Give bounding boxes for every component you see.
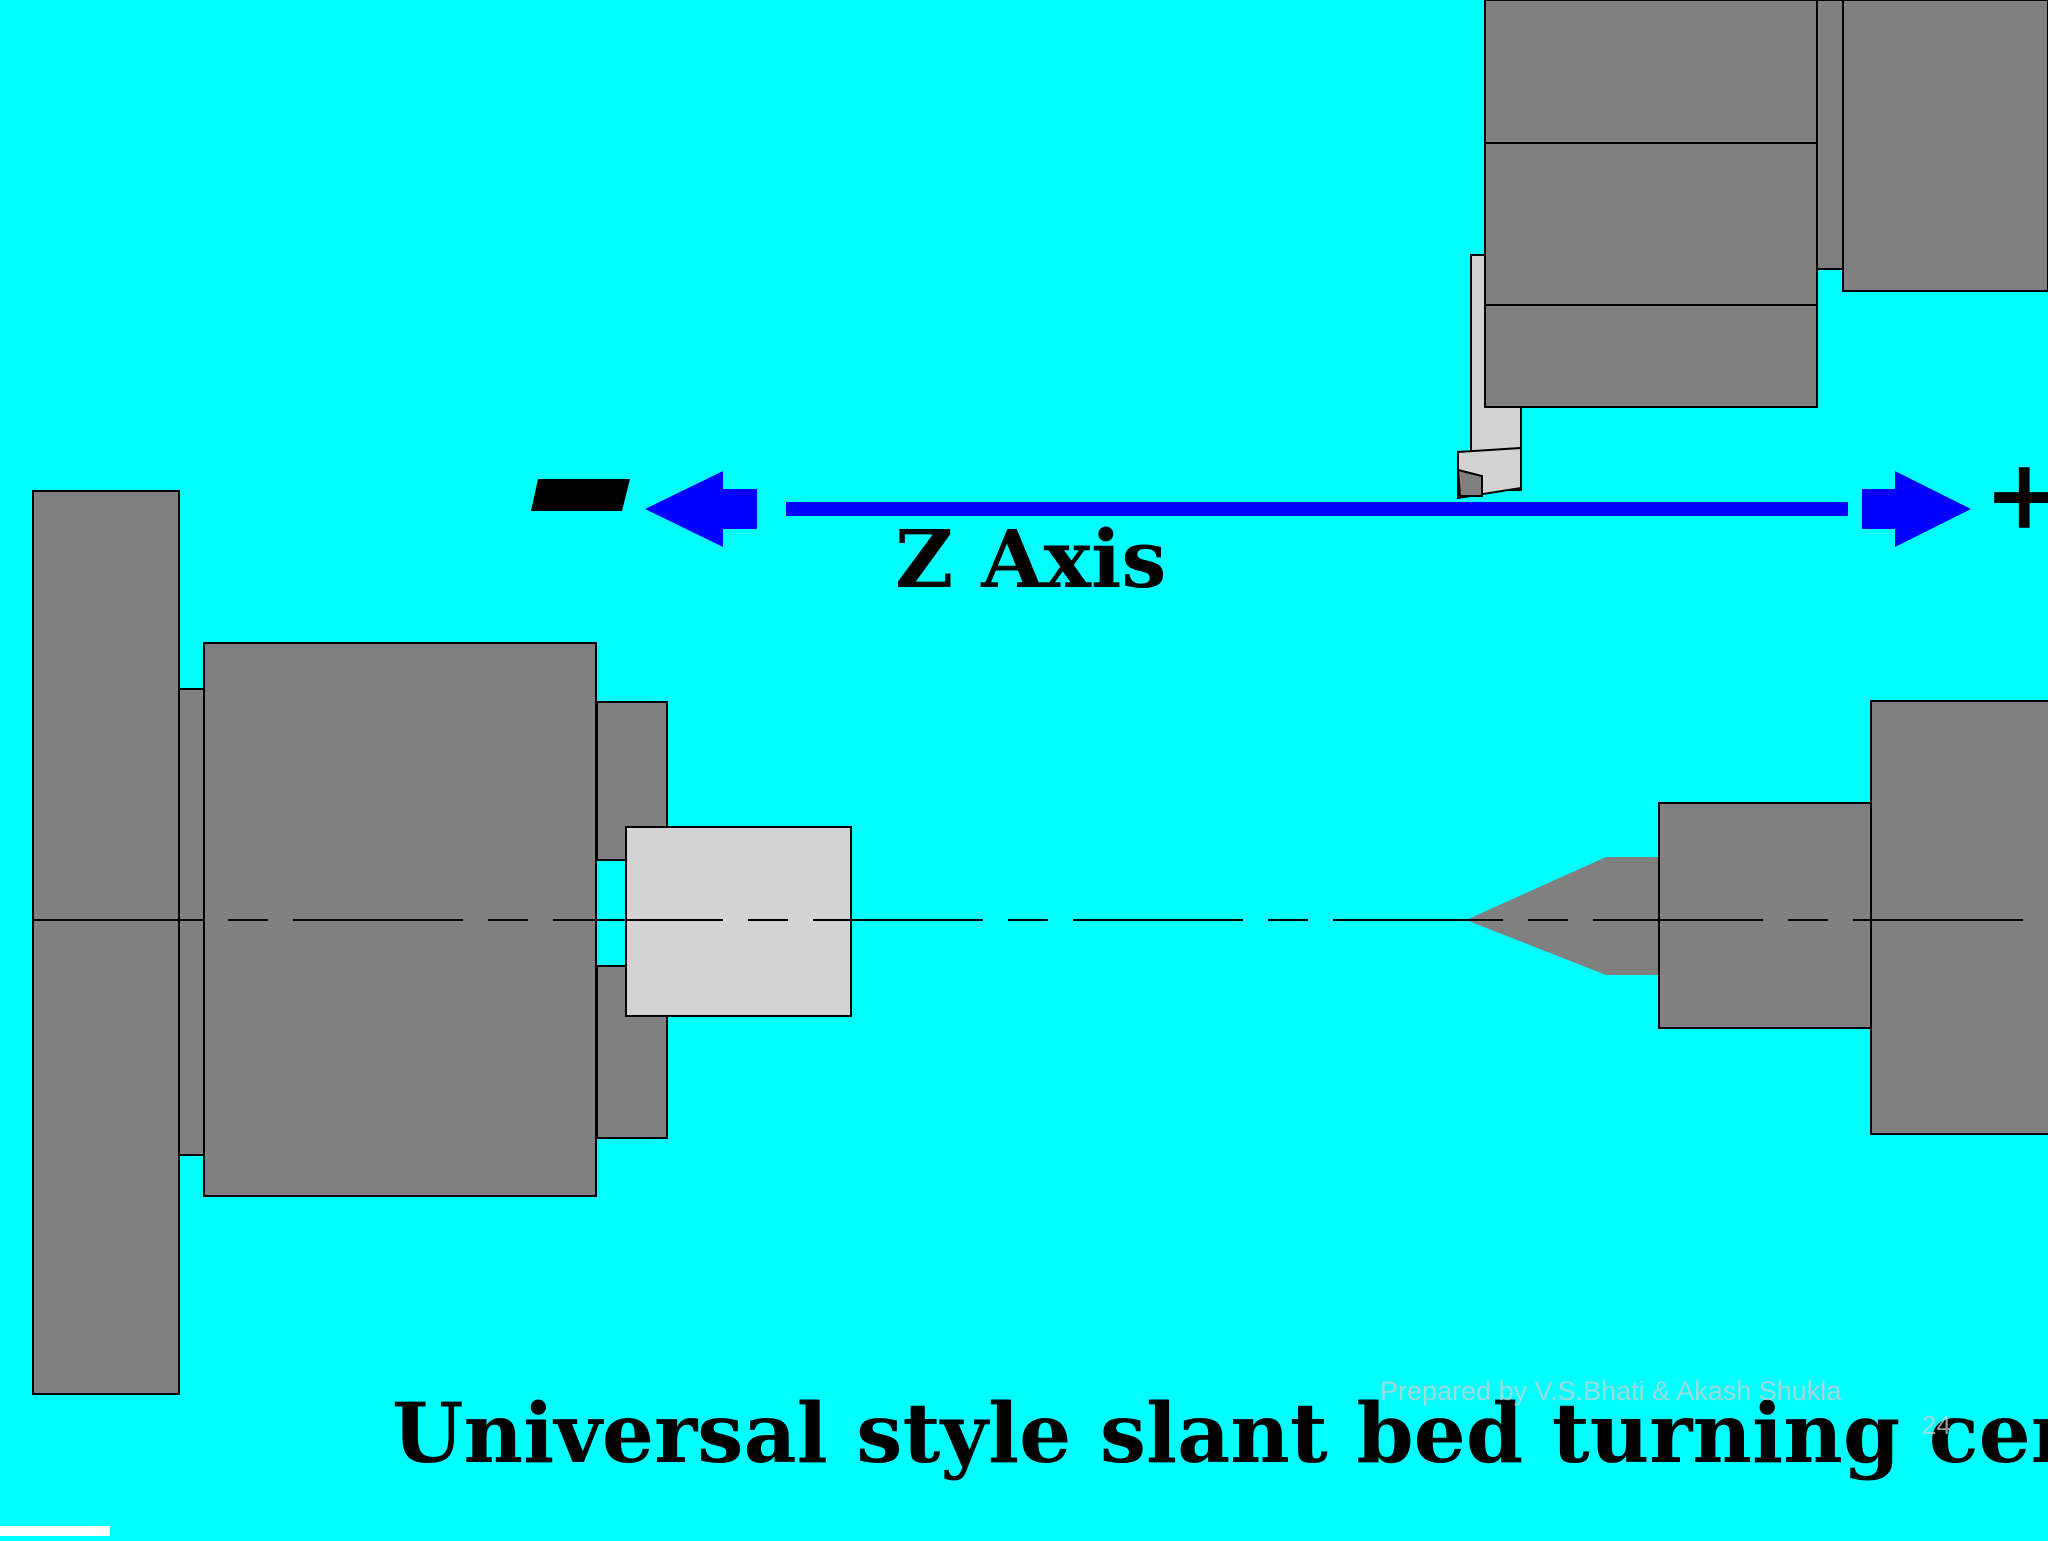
footer-credit: Prepared by V.S.Bhati & Akash Shukla xyxy=(1380,1376,1842,1406)
turret-block-3 xyxy=(1484,304,1818,408)
turret-carriage xyxy=(1842,0,2048,292)
tailstock xyxy=(1466,700,2048,1135)
positive-arrowhead xyxy=(1862,471,1971,547)
negative-arrowhead xyxy=(645,471,757,547)
tailstock-quill xyxy=(1658,802,1872,1029)
tool-turret xyxy=(1456,0,2048,500)
z-axis-line xyxy=(786,502,1848,516)
z-axis-label: Z Axis xyxy=(895,512,1166,606)
positive-sign: + xyxy=(1984,438,2048,551)
insert-tip xyxy=(1456,468,1483,497)
turret-neck xyxy=(1816,0,1844,270)
spindle-flange xyxy=(178,688,205,1156)
headstock-body xyxy=(32,490,180,1395)
headstock xyxy=(32,490,668,1395)
z-axis-indicator: + Z Axis xyxy=(531,438,2048,606)
tailstock-body xyxy=(1870,700,2048,1135)
corner-mark xyxy=(0,1526,110,1536)
slide-number: 24 xyxy=(1922,1410,1951,1440)
tailstock-center xyxy=(1466,857,1659,975)
workpiece xyxy=(625,826,852,1017)
turret-block-1 xyxy=(1484,0,1818,144)
slide-title: Universal style slant bed turning center xyxy=(392,1386,2048,1482)
negative-sign-icon xyxy=(531,479,630,511)
turret-block-2 xyxy=(1484,142,1818,306)
